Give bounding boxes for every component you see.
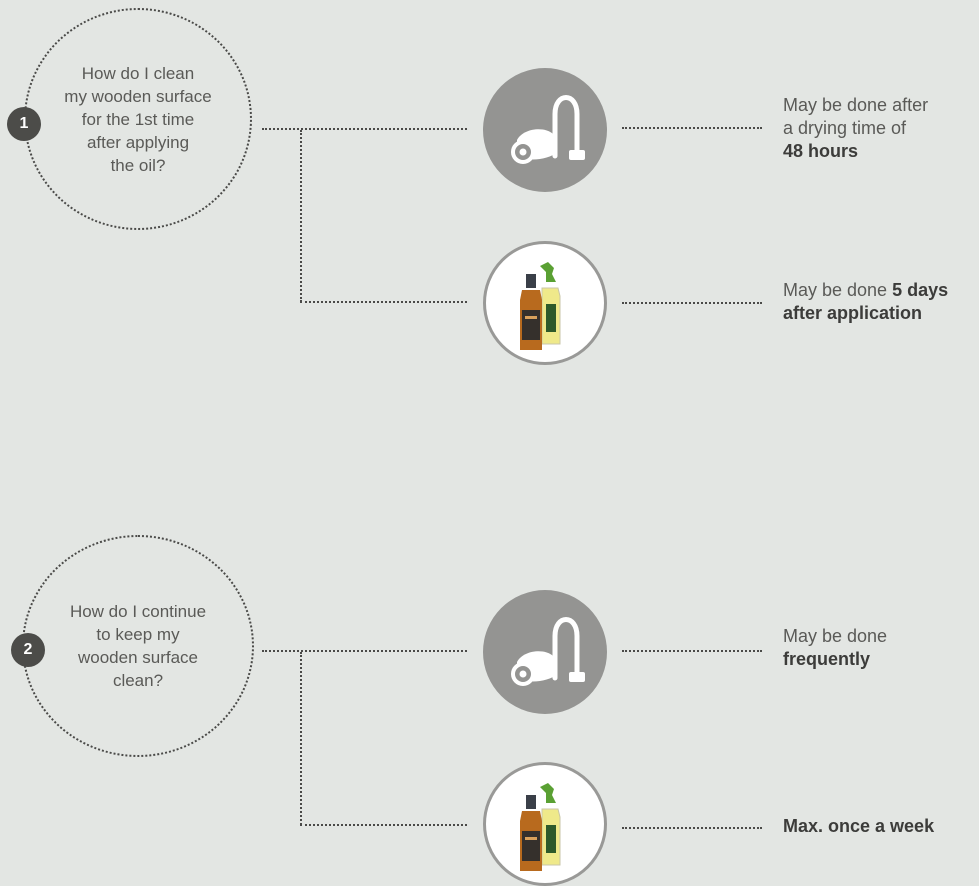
answer-2a-text: May be done frequently <box>783 626 888 669</box>
vacuum-cleaner-icon <box>483 68 607 192</box>
question-1-circle: How do I clean my wooden surface for the… <box>24 8 252 230</box>
question-1-number-badge: 1 <box>7 107 41 141</box>
question-2-circle: How do I continue to keep my wooden surf… <box>22 535 254 757</box>
connector-line <box>622 302 762 304</box>
connector-line <box>300 824 467 826</box>
cleaning-products-icon <box>483 241 607 365</box>
connector-line <box>622 127 762 129</box>
connector-line <box>262 650 467 652</box>
connector-line <box>300 301 467 303</box>
cleaning-products-icon <box>483 762 607 886</box>
answer-1b-text: May be done 5 days after application <box>783 280 949 323</box>
question-2-number-badge: 2 <box>11 633 45 667</box>
connector-line <box>300 130 302 302</box>
connector-line <box>300 652 302 825</box>
question-2-text: How do I continue to keep my wooden surf… <box>69 602 207 690</box>
connector-line <box>622 650 762 652</box>
connector-line <box>262 128 467 130</box>
connector-line <box>622 827 762 829</box>
answer-2b-text: Max. once a week <box>783 816 935 836</box>
question-1-text: How do I clean my wooden surface for the… <box>64 63 212 175</box>
vacuum-cleaner-icon <box>483 590 607 714</box>
answer-1a-text: May be done after a drying time of 48 ho… <box>783 95 929 161</box>
